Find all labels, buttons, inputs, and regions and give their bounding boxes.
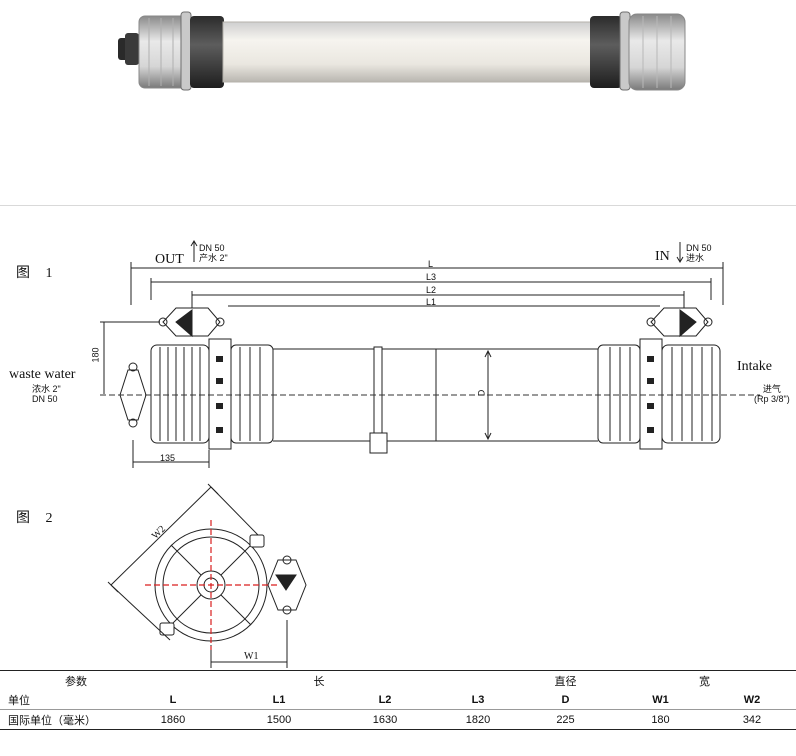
- concentrate-note: 浓水 2" DN 50: [32, 384, 61, 404]
- unit-label: 单位: [0, 690, 120, 710]
- out-label: OUT: [155, 252, 184, 267]
- symbol-cell: L1: [226, 690, 332, 710]
- product-photo: [95, 0, 720, 112]
- symbol-cell: L: [120, 690, 226, 710]
- value-cell: 1500: [226, 709, 332, 730]
- value-cell: 225: [518, 709, 613, 730]
- value-cell: 1860: [120, 709, 226, 730]
- figure2-label: 图 2: [16, 511, 59, 526]
- air-inlet-size-text: (Rp 3/8"): [754, 394, 790, 404]
- diameter-group-label: 直径: [518, 670, 613, 690]
- dim-label-135: 135: [160, 453, 176, 463]
- air-inlet-note: 进气 (Rp 3/8"): [754, 384, 790, 404]
- width-group-label: 宽: [613, 670, 796, 690]
- membrane-module-photo: [118, 11, 686, 91]
- product-dn-text: DN 50: [199, 243, 225, 253]
- value-cell: 342: [708, 709, 796, 730]
- symbol-cell: L2: [332, 690, 438, 710]
- product-size-text: 产水 2": [199, 253, 228, 263]
- section-divider: [0, 205, 796, 206]
- air-inlet-text: 进气: [762, 384, 781, 394]
- spec-value-row: 国际单位（毫米） 1860 1500 1630 1820 225 180 342: [0, 709, 796, 730]
- waste-water-label: waste water: [9, 367, 76, 382]
- intake-label: Intake: [737, 359, 772, 374]
- concentrate-size-text: 浓水 2": [32, 384, 61, 394]
- row-label: 国际单位（毫米）: [0, 709, 120, 730]
- figure2-drawing: [107, 483, 307, 668]
- dim-label-L3: L3: [426, 272, 437, 282]
- dim-label-L: L: [428, 259, 434, 269]
- figure1-label: 图 1: [16, 266, 59, 281]
- symbol-cell: D: [518, 690, 613, 710]
- dim-label-W1: W1: [244, 651, 259, 662]
- dim-label-180: 180: [90, 347, 101, 363]
- right-end-cap: [597, 344, 641, 444]
- figure1-drawing: [100, 240, 760, 668]
- spec-header-row: 参数 长 直径 宽: [0, 670, 796, 690]
- symbol-cell: W2: [708, 690, 796, 710]
- value-cell: 1820: [438, 709, 518, 730]
- product-water-note: DN 50 产水 2": [199, 243, 228, 263]
- spec-symbol-row: 单位 L L1 L2 L3 D W1 W2: [0, 690, 796, 710]
- dim-label-L1: L1: [426, 297, 437, 307]
- dim-label-L2: L2: [426, 285, 437, 295]
- symbol-cell: L3: [438, 690, 518, 710]
- dim-label-D: D: [476, 389, 487, 397]
- inlet-size-text: 进水: [686, 253, 705, 263]
- in-label: IN: [655, 249, 670, 264]
- symbol-cell: W1: [613, 690, 708, 710]
- length-group-label: 长: [120, 670, 518, 690]
- spec-table: 参数 长 直径 宽 单位 L L1 L2 L3 D W1 W2 国际单位（毫米）…: [0, 670, 796, 730]
- value-cell: 180: [613, 709, 708, 730]
- concentrate-dn-text: DN 50: [32, 394, 58, 404]
- value-cell: 1630: [332, 709, 438, 730]
- inlet-dn-text: DN 50: [686, 243, 712, 253]
- inlet-note: DN 50 进水: [686, 243, 712, 263]
- param-label: 参数: [0, 670, 120, 690]
